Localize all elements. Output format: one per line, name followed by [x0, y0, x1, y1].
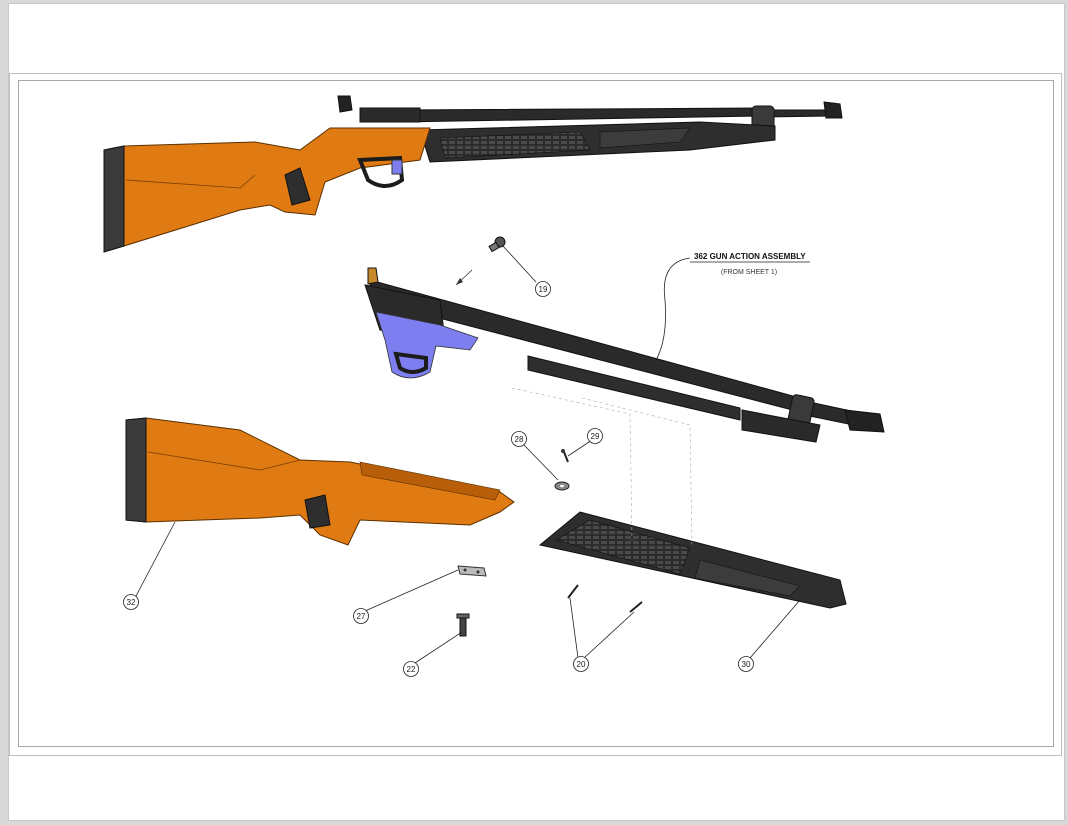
assembled-rifle	[103, 95, 843, 253]
callout-30: 30	[738, 656, 754, 672]
callout-29-label: 29	[591, 432, 600, 441]
note-subtitle: (FROM SHEET 1)	[721, 269, 777, 276]
leader-lines	[135, 245, 801, 664]
trigger-assembly	[375, 311, 479, 379]
screw-part-22	[456, 613, 470, 637]
screws-part-20	[567, 584, 643, 613]
callout-30-label: 30	[742, 660, 751, 669]
forearm-part-30	[538, 511, 847, 609]
callout-20: 20	[573, 656, 589, 672]
callout-29: 29	[587, 428, 603, 444]
note-title: 362 GUN ACTION ASSEMBLY	[694, 252, 806, 261]
callout-28: 28	[511, 431, 527, 447]
gun-action-assembly	[364, 267, 885, 443]
outer-border	[9, 73, 1062, 756]
assembled-trigger-guard	[357, 155, 405, 188]
assembled-barrel	[399, 107, 761, 123]
plate-part-27	[457, 565, 487, 577]
callout-32: 32	[123, 594, 139, 610]
callout-22: 22	[403, 661, 419, 677]
callout-32-label: 32	[127, 598, 136, 607]
front-sight	[823, 101, 843, 119]
stock-part-32	[125, 417, 515, 546]
callout-19-label: 19	[539, 285, 548, 294]
callout-27: 27	[353, 608, 369, 624]
assembly-note: 362 GUN ACTION ASSEMBLY (FROM SHEET 1)	[690, 252, 810, 276]
callout-28-label: 28	[515, 435, 524, 444]
screw-part-29	[561, 449, 569, 463]
inner-border	[18, 80, 1054, 747]
assembled-stock	[103, 127, 431, 253]
callout-27-label: 27	[357, 612, 366, 621]
callout-20-label: 20	[577, 660, 586, 669]
assembly-guide-lines	[511, 387, 693, 549]
callout-19: 19	[535, 281, 551, 297]
washer-part-28	[554, 481, 570, 491]
callout-22-label: 22	[407, 665, 416, 674]
screw-part-19	[488, 236, 506, 253]
